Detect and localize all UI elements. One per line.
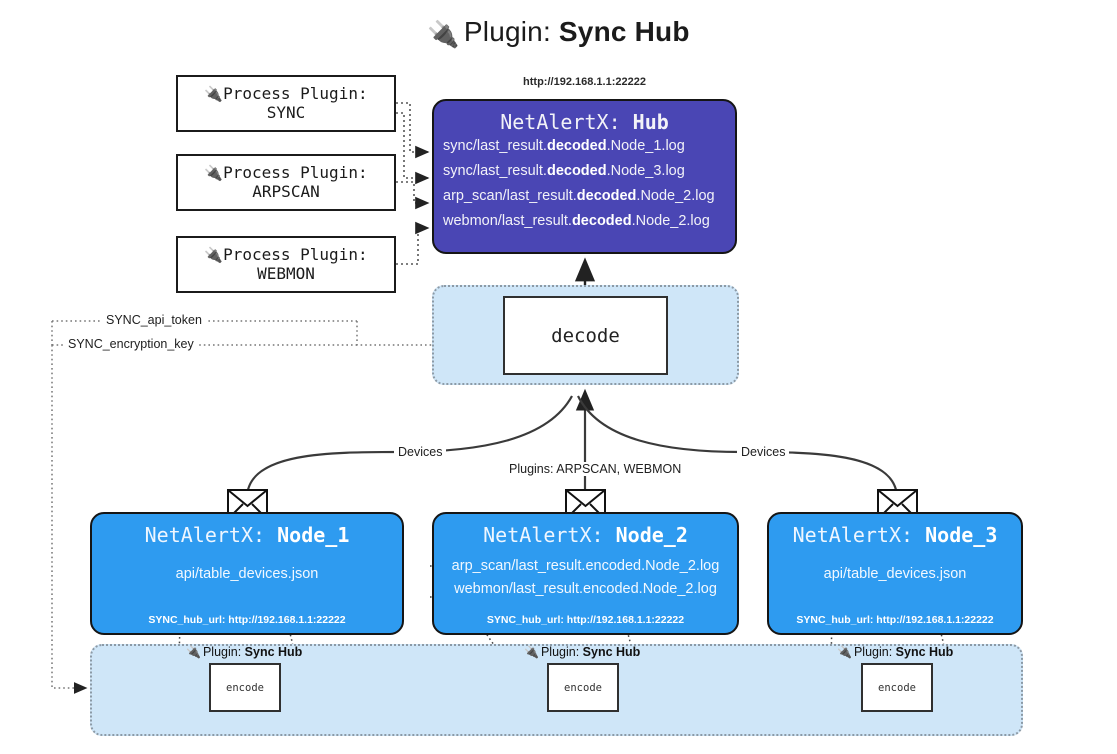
node-1-title: NetAlertX: Node_1 — [144, 523, 350, 547]
process-plugin-arpscan[interactable]: 🔌Process Plugin: ARPSCAN — [176, 154, 396, 211]
encode-box-1[interactable]: encode — [209, 663, 281, 712]
hub-title-prefix: NetAlertX: — [500, 110, 621, 134]
hub-log-1: sync/last_result.decoded.Node_1.log — [443, 138, 685, 154]
plug-icon: 🔌 — [204, 85, 224, 104]
plug-icon: 🔌 — [524, 645, 539, 659]
process-plugin-arpscan-name: ARPSCAN — [252, 181, 320, 201]
plug-icon: 🔌 — [186, 645, 201, 659]
page-title-name: Sync Hub — [558, 16, 690, 47]
hub-node[interactable]: NetAlertX: Hub sync/last_result.decoded.… — [432, 99, 737, 254]
node-1-line-1: api/table_devices.json — [175, 566, 319, 582]
devices-right-label: Devices — [737, 445, 790, 459]
hub-log-2: sync/last_result.decoded.Node_3.log — [443, 162, 685, 179]
node-3-footer: SYNC_hub_url: http://192.168.1.1:22222 — [796, 614, 994, 626]
process-plugin-webmon-name: WEBMON — [257, 263, 315, 283]
sync-encryption-key-label: SYNC_encryption_key — [64, 337, 198, 351]
node-3[interactable]: NetAlertX: Node_3 api/table_devices.json… — [767, 512, 1023, 635]
hub-log-4: webmon/last_result.decoded.Node_2.log — [443, 212, 710, 229]
node-2-footer: SYNC_hub_url: http://192.168.1.1:22222 — [486, 614, 685, 626]
node-1-footer: SYNC_hub_url: http://192.168.1.1:22222 — [148, 614, 346, 626]
process-plugin-arpscan-line1: 🔌Process Plugin: — [204, 163, 368, 183]
node-2-line-1: arp_scan/last_result.encoded.Node_2.log — [451, 558, 720, 574]
page-title-prefix: Plugin: — [463, 16, 551, 47]
process-plugin-sync-line1: 🔌Process Plugin: — [204, 84, 368, 104]
page-title: 🔌Plugin: Sync Hub — [0, 16, 1117, 50]
plug-icon: 🔌 — [837, 645, 852, 659]
hub-title: NetAlertX: Hub — [434, 110, 735, 134]
node-2[interactable]: NetAlertX: Node_2 arp_scan/last_result.e… — [432, 512, 739, 635]
process-plugin-webmon[interactable]: 🔌Process Plugin: WEBMON — [176, 236, 396, 293]
node-2-title: NetAlertX: Node_2 — [483, 523, 688, 547]
node-3-title: NetAlertX: Node_3 — [792, 523, 998, 547]
node-3-line-1: api/table_devices.json — [823, 566, 967, 582]
encode-box-3[interactable]: encode — [861, 663, 933, 712]
plug-icon: 🔌 — [427, 19, 460, 49]
encode-plugin-tag-3: 🔌Plugin: Sync Hub — [837, 645, 954, 659]
plug-icon: 🔌 — [204, 246, 224, 265]
encode-plugin-tag-2: 🔌Plugin: Sync Hub — [524, 645, 641, 659]
sync-api-token-label: SYNC_api_token — [102, 313, 206, 327]
node-1[interactable]: NetAlertX: Node_1 api/table_devices.json… — [90, 512, 404, 635]
process-plugin-sync[interactable]: 🔌Process Plugin: SYNC — [176, 75, 396, 132]
node-2-line-2: webmon/last_result.encoded.Node_2.log — [454, 581, 717, 598]
hub-log-3: arp_scan/last_result.decoded.Node_2.log — [443, 187, 715, 204]
hub-title-name: Hub — [632, 110, 669, 134]
plugins-center-label: Plugins: ARPSCAN, WEBMON — [505, 462, 686, 476]
encode-plugin-tag-1: 🔌Plugin: Sync Hub — [186, 645, 303, 659]
process-plugin-sync-name: SYNC — [266, 102, 306, 122]
hub-url-label: http://192.168.1.1:22222 — [523, 76, 646, 88]
process-plugin-webmon-line1: 🔌Process Plugin: — [204, 245, 368, 265]
plug-icon: 🔌 — [204, 164, 224, 183]
encode-box-2[interactable]: encode — [547, 663, 619, 712]
decode-box[interactable]: decode — [503, 296, 668, 375]
devices-left-label: Devices — [394, 445, 447, 459]
